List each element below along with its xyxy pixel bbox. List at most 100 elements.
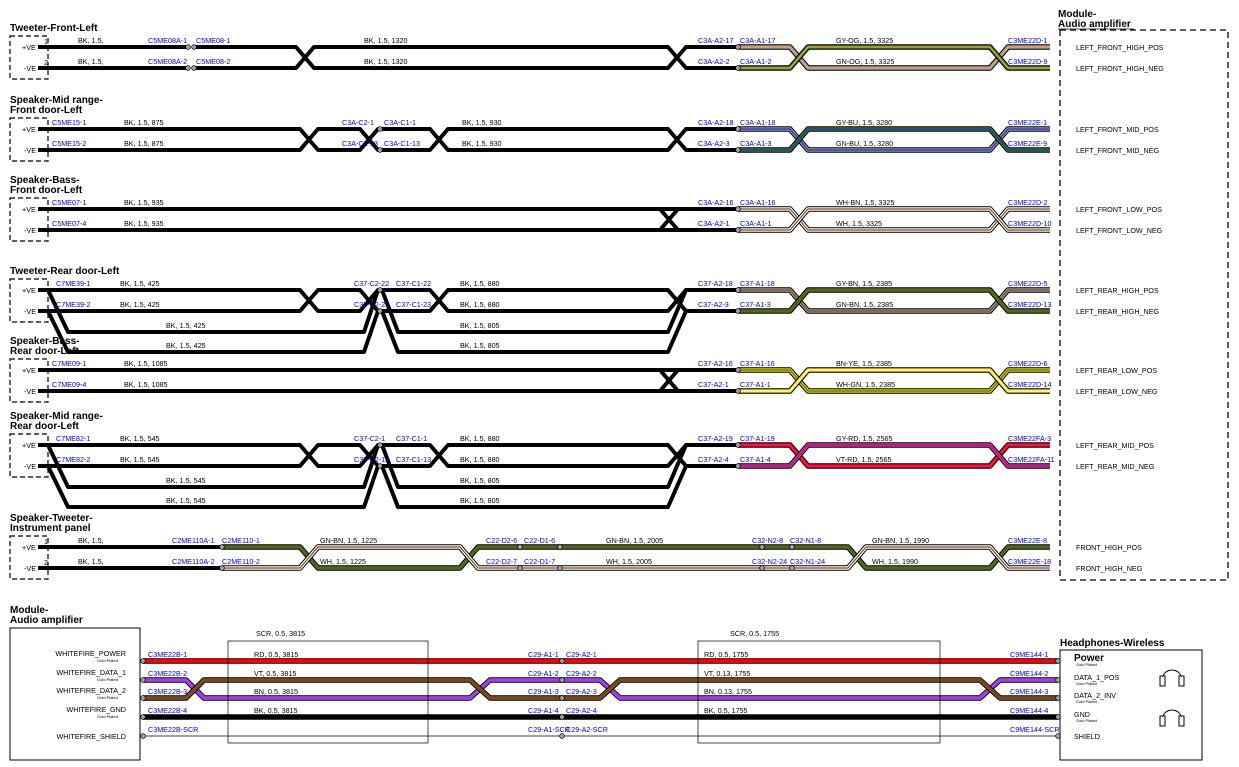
connector-id: C29-A1-1 — [528, 650, 559, 659]
wire-label: BK, 1.5, 935 — [124, 219, 164, 228]
connector-id: C37-A2-18 — [698, 279, 733, 288]
connector-id: C7ME09-1 — [52, 359, 86, 368]
wire-label: BK, 1.5, 545 — [166, 476, 206, 485]
wire-label: BK, 0.5, 1755 — [704, 706, 748, 715]
connector-pin-dot — [737, 229, 739, 231]
wire-segment — [38, 127, 380, 152]
connector-id: C5ME08A-1 — [148, 36, 187, 45]
connector-pin-dot — [761, 546, 763, 548]
wire-label: BK, 1.5, 930 — [462, 139, 502, 148]
speaker-connector-frame — [9, 278, 49, 323]
wire-segment-stripe — [738, 46, 1050, 69]
speaker-connector-frame — [9, 535, 49, 580]
connector-id: C29-A2-1 — [566, 650, 597, 659]
connector-id: C3ME22D-13 — [1008, 300, 1052, 309]
group-title: Instrument panel — [10, 523, 91, 534]
connector-pin-dot — [142, 716, 144, 718]
wire-label: BK, 1.5, 1085 — [124, 380, 168, 389]
connector-pin-dot — [142, 679, 144, 681]
connector-id: C32-N1-8 — [790, 536, 821, 545]
wire-label: GY-OG, 1.5, 3325 — [836, 36, 893, 45]
wire-label: BN, 0.5, 3815 — [254, 687, 298, 696]
wire-label: BK, 1.5, 880 — [460, 434, 500, 443]
wire-label: BK, 1.5, — [78, 36, 104, 45]
speaker-connector-frame — [9, 117, 49, 162]
shield-label: SCR, 0.5, 3815 — [256, 629, 305, 638]
connector-id: C29-A1-3 — [528, 687, 559, 696]
connector-id: C32-N2-8 — [752, 536, 783, 545]
signal-name: LEFT_FRONT_LOW_POS — [1076, 205, 1162, 214]
wire-label: BK, 1.5, 545 — [166, 496, 206, 505]
connector-pin-dot — [519, 546, 521, 548]
connector-pin-dot — [379, 310, 381, 312]
connector-id: C3ME22B-2 — [148, 669, 187, 678]
wire-label: GN-BN, 1.5, 1990 — [872, 536, 929, 545]
connector-id: C5ME08-1 — [196, 36, 230, 45]
signal-name: LEFT_REAR_MID_NEG — [1076, 462, 1155, 471]
connector-pin-dot — [791, 567, 793, 569]
wire-label: GY-BN, 1.5, 2385 — [836, 279, 892, 288]
connector-pin-dot — [379, 149, 381, 151]
connector-id: C3A-A2-18 — [698, 118, 734, 127]
connector-id: C7ME39-1 — [56, 279, 90, 288]
headphones-pin-name: GND — [1074, 710, 1090, 719]
connector-id: C9ME144-3 — [1010, 687, 1048, 696]
wire-label: BK, 1.5, 935 — [124, 198, 164, 207]
cable-core — [560, 678, 1058, 700]
wire-segment-stripe — [738, 208, 1050, 231]
group-title: Speaker-Tweeter- — [10, 513, 93, 524]
connector-pin-dot — [737, 310, 739, 312]
connector-id: C3A-A1-17 — [740, 36, 776, 45]
connector-id: C37-C1-23 — [396, 300, 431, 309]
wire-segment — [382, 127, 738, 152]
connector-id: C32-N2-24 — [752, 557, 787, 566]
connector-id: C3ME22D-1 — [1008, 36, 1048, 45]
connector-id: C3A-A1-16 — [740, 198, 776, 207]
wire-label: GY-RD, 1.5, 2565 — [836, 434, 892, 443]
headphones-pin-name: DATA_1_POS — [1074, 673, 1119, 682]
connector-id: C29-A1-2 — [528, 669, 559, 678]
pin-label: +VE — [22, 286, 36, 295]
connector-id: C37-C1-22 — [396, 279, 431, 288]
connector-pin-dot — [737, 208, 739, 210]
connector-pin-dot — [187, 67, 189, 69]
connector-id: C9ME144-4 — [1010, 706, 1048, 715]
wire-segment — [38, 309, 380, 354]
connector-id: C2ME110-2 — [222, 557, 260, 566]
wire-label: GY-BU, 1.5, 3280 — [836, 118, 892, 127]
connector-pin-dot — [1057, 697, 1059, 699]
connector-id: C3A-C1-1 — [384, 118, 416, 127]
connector-pin-dot — [761, 567, 763, 569]
cable-core — [143, 678, 560, 700]
wire-label: GN-OG, 1.5, 3325 — [836, 57, 894, 66]
connector-id: C3A-A2-3 — [698, 139, 730, 148]
connector-id: C3A-A2-17 — [698, 36, 734, 45]
connector-id: C3A-A1-1 — [740, 219, 772, 228]
connector-id: C29-A2-3 — [566, 687, 597, 696]
connector-pin-dot — [1057, 679, 1059, 681]
wire-segment — [382, 443, 738, 468]
connector-id: C37-A1-16 — [740, 359, 775, 368]
wire-segment — [38, 464, 380, 509]
text-layer: Module-Audio amplifierTweeter-Front-Left… — [10, 9, 1165, 741]
cable-core — [143, 678, 560, 700]
wire-segment-stripe — [738, 444, 1050, 467]
connector-pin-dot — [1057, 716, 1059, 718]
connector-id: C29-A2-2 — [566, 669, 597, 678]
group-title: Front door-Left — [10, 185, 83, 196]
wire-label: BK, 1.5, 805 — [460, 341, 500, 350]
connector-pin-dot — [1057, 660, 1059, 662]
connector-id: C3ME22D-10 — [1008, 219, 1052, 228]
speaker-connector-frame — [9, 433, 49, 478]
gold-plated-note: Gold Plated — [1076, 681, 1097, 686]
connector-id: C22-D1-6 — [524, 536, 555, 545]
connector-id: C3ME22FA-3 — [1008, 434, 1051, 443]
wire-label: BK, 1.5, 875 — [124, 118, 164, 127]
connector-id: C7ME39-2 — [56, 300, 90, 309]
connector-id: C3ME22E-18 — [1008, 557, 1051, 566]
wire-label: BK, 1.5, 425 — [120, 279, 160, 288]
signal-name: LEFT_FRONT_HIGH_NEG — [1076, 64, 1164, 73]
wire-label: BK, 1.5, 880 — [460, 279, 500, 288]
connector-pin-dot — [737, 149, 739, 151]
pin-label: -VE — [24, 387, 36, 396]
